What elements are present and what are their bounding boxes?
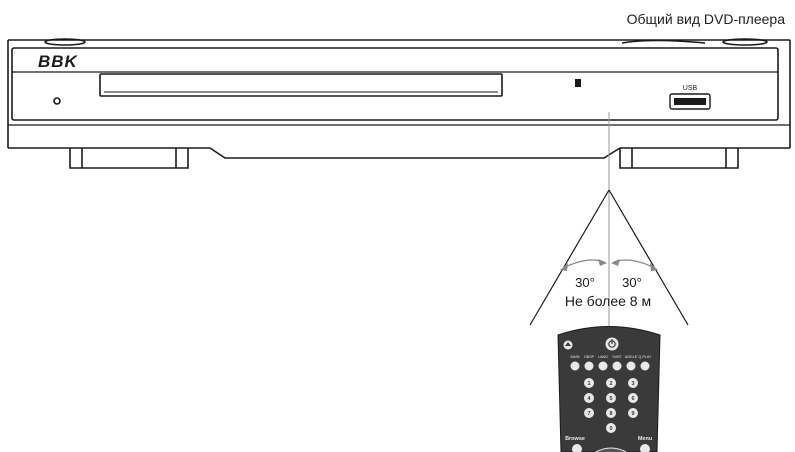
remote-number-key-label: 9 [631, 411, 634, 417]
brand-logo: BBK [38, 52, 79, 71]
remote-browse-label: Browse [565, 436, 585, 442]
page-title: Общий вид DVD-плеера [626, 11, 785, 27]
arrowhead-left-outer [560, 263, 568, 271]
remote-number-key-label: 0 [609, 426, 612, 432]
remote-number-key[interactable] [584, 408, 594, 418]
remote-number-key-label: 7 [587, 411, 590, 417]
remote-number-key[interactable] [606, 408, 616, 418]
remote-menu-button[interactable] [640, 444, 650, 452]
remote-number-key-label: 3 [631, 381, 634, 387]
remote-number-key[interactable] [606, 393, 616, 403]
eject-icon [565, 342, 571, 346]
remote-top-label: SUBT [612, 355, 622, 359]
left-angle-arc [562, 259, 605, 269]
top-button-left [44, 38, 86, 46]
remote-top-label: Q-PLAY [639, 355, 653, 359]
top-button-right [621, 39, 706, 44]
remote-nav-pad[interactable] [595, 447, 627, 452]
remote-number-key-label: 2 [609, 381, 612, 387]
remote-number-key[interactable] [584, 378, 594, 388]
remote-function-button[interactable] [584, 361, 594, 371]
angle-arrowheads [560, 259, 658, 271]
remote-number-key[interactable] [606, 378, 616, 388]
left-angle-label: 30° [575, 275, 595, 290]
remote-number-key[interactable] [606, 423, 616, 433]
remote-number-key-label: 6 [631, 396, 634, 402]
remote-top-label: ANGLE [625, 355, 638, 359]
remote-number-key[interactable] [628, 393, 638, 403]
usb-port-inner [674, 98, 706, 105]
cone-right-line [608, 189, 689, 326]
remote-number-key-label: 8 [609, 411, 612, 417]
remote-number-key[interactable] [628, 408, 638, 418]
remote-body [557, 326, 661, 452]
remote-top-label: OBSP [584, 355, 595, 359]
remote-top-button-row [570, 361, 650, 371]
remote-number-key-label: 5 [609, 396, 612, 402]
remote-number-key[interactable] [628, 378, 638, 388]
disc-tray [99, 73, 503, 97]
right-angle-arc [613, 259, 656, 269]
remote-top-label: LANG [598, 355, 608, 359]
remote-number-key-label: 1 [587, 381, 590, 387]
remote-number-key-label: 4 [587, 396, 591, 402]
remote-number-pad: 1 2 3 4 5 6 7 8 9 0 [584, 378, 638, 433]
dvd-player [7, 38, 791, 169]
remote-function-button[interactable] [598, 361, 608, 371]
remote-function-button[interactable] [612, 361, 622, 371]
ir-sensor-icon [575, 79, 581, 87]
viewing-cone [529, 189, 689, 326]
right-angle-label: 30° [622, 275, 642, 290]
usb-port [669, 93, 711, 110]
bottom-edge-center [209, 147, 621, 159]
left-foot [69, 148, 189, 169]
remote-top-label: MAIN [571, 355, 580, 359]
front-panel [11, 47, 779, 121]
remote-menu-label: Menu [638, 436, 652, 442]
distance-label: Не более 8 м [565, 293, 651, 309]
usb-label: USB [683, 85, 698, 92]
power-led-icon [53, 97, 61, 105]
arrowhead-left-inner [598, 259, 607, 266]
right-foot [619, 148, 739, 169]
arrowhead-right-outer [650, 263, 658, 271]
top-button-far-right [722, 38, 768, 46]
remote-browse-button[interactable] [572, 444, 582, 452]
remote-function-button[interactable] [626, 361, 636, 371]
remote-function-button[interactable] [570, 361, 580, 371]
remote-number-key[interactable] [584, 393, 594, 403]
cone-left-line [529, 189, 610, 326]
remote-function-button[interactable] [640, 361, 650, 371]
arrowhead-right-inner [611, 259, 620, 266]
